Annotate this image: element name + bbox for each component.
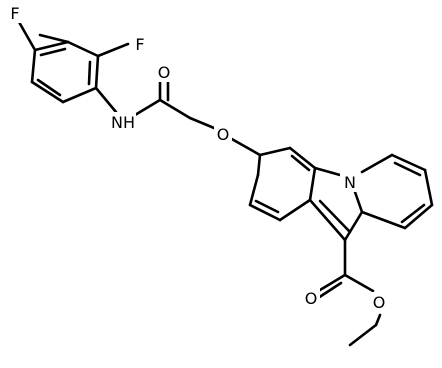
- bond: [94, 86, 118, 114]
- bond: [30, 48, 37, 84]
- bond: [61, 86, 98, 104]
- bond: [248, 173, 260, 207]
- bond: [400, 203, 426, 224]
- bond: [87, 60, 92, 86]
- bond: [318, 199, 352, 234]
- atom-bg: [155, 62, 173, 82]
- atom-labels: F F O NH O N O O: [6, 3, 388, 312]
- atom-nh: NH: [111, 113, 135, 132]
- bond: [66, 40, 100, 58]
- atom-bg: [302, 288, 320, 308]
- bond: [290, 154, 311, 172]
- atom-o-ester-carbonyl: O: [305, 289, 318, 308]
- atom-f-ortho: F: [135, 35, 144, 54]
- bond: [360, 153, 394, 174]
- bond: [390, 153, 427, 172]
- bond: [33, 40, 70, 52]
- atom-bg: [370, 292, 388, 312]
- bond: [94, 54, 100, 90]
- bonds: [17, 20, 434, 347]
- bond: [288, 146, 317, 170]
- bond: [308, 166, 317, 202]
- bond: [343, 210, 364, 242]
- bond: [188, 116, 216, 130]
- atom-bg: [110, 112, 136, 132]
- bond: [360, 210, 407, 230]
- atom-f-para: F: [10, 4, 19, 23]
- bond: [313, 166, 342, 177]
- bond: [39, 47, 67, 57]
- bond: [318, 273, 347, 292]
- atom-bg: [340, 172, 360, 192]
- atom-bg: [131, 34, 149, 54]
- bond: [374, 313, 382, 327]
- bond: [254, 199, 280, 214]
- bond: [30, 80, 65, 104]
- bond: [403, 203, 434, 230]
- bond: [96, 42, 130, 58]
- bond: [393, 161, 422, 177]
- atom-bg: [6, 3, 24, 23]
- bond: [256, 153, 262, 177]
- atom-o-ester: O: [373, 293, 386, 312]
- bond: [278, 198, 312, 222]
- bond: [38, 33, 70, 44]
- bond: [353, 190, 364, 214]
- bond: [348, 323, 378, 347]
- bond: [343, 273, 375, 293]
- bond: [36, 78, 62, 97]
- atom-n-ring: N: [344, 173, 356, 192]
- bond: [17, 20, 37, 52]
- atom-o-carbonyl: O: [158, 63, 171, 82]
- bond: [248, 203, 282, 222]
- bond: [258, 146, 292, 157]
- bond: [158, 98, 192, 120]
- bond: [423, 168, 434, 207]
- bond: [228, 136, 262, 157]
- atom-o-ether: O: [217, 125, 230, 144]
- bond: [316, 281, 343, 300]
- bond: [308, 198, 347, 242]
- atom-bg: [214, 124, 232, 144]
